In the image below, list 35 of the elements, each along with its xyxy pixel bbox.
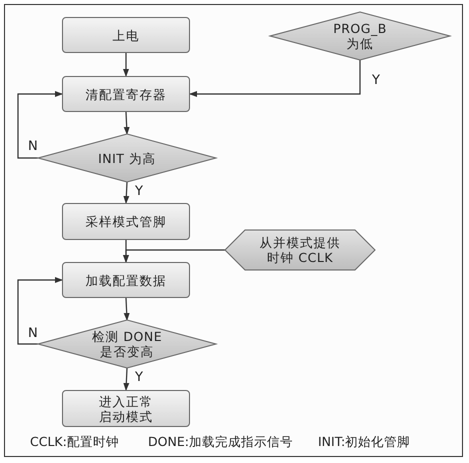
arrow (123, 53, 129, 77)
node-text: PROG_B 为低 (332, 21, 388, 51)
legend-note: DONE:加载完成指示信号 (148, 434, 293, 451)
arrow (123, 249, 225, 263)
decision-diamond (270, 12, 450, 60)
edge-label: Y (134, 185, 144, 198)
arrow (124, 112, 130, 135)
node-text: 从并模式提供时钟 CCLK (258, 235, 342, 265)
arrow (123, 368, 130, 391)
legend-note: INIT:初始化管脚 (318, 434, 410, 451)
edge-label: Y (134, 371, 144, 384)
node-text: 检测 DONE 是否变高 (90, 329, 164, 359)
hexagon-shape (225, 230, 375, 270)
arrow (189, 60, 361, 97)
decision-diamond (38, 134, 216, 182)
node-text: 加载配置数据 (86, 272, 166, 288)
node-text: INIT 为高 (98, 150, 156, 166)
process-box (62, 390, 190, 427)
node-text: 上电 (112, 28, 140, 42)
process-box (62, 17, 190, 53)
process-box (62, 203, 190, 240)
decision-diamond (38, 320, 216, 368)
process-box (62, 262, 190, 298)
arrow (124, 298, 130, 321)
edge-label: N (27, 327, 39, 340)
arrow (17, 277, 63, 345)
arrow (123, 182, 130, 204)
node-text: 清配置寄存器 (86, 86, 166, 102)
edge-label: Y (371, 74, 381, 87)
process-box (62, 76, 190, 112)
node-text: 进入正常启动模式 (98, 394, 154, 424)
arrow (17, 91, 63, 159)
node-text: 采样模式管脚 (86, 214, 166, 229)
legend-note: CCLK:配置时钟 (30, 434, 119, 451)
edge-label: N (27, 140, 39, 153)
